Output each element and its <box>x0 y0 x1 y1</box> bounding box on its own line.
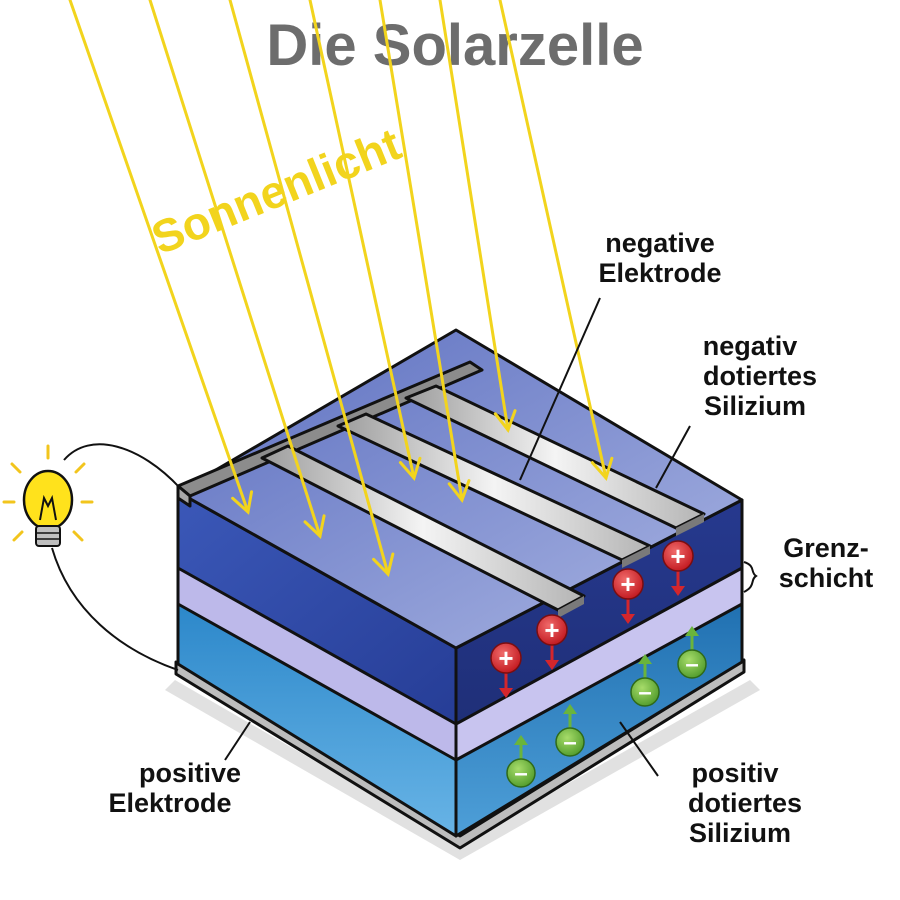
sunlight-ray <box>68 0 254 515</box>
label-junction-line2: schicht <box>779 563 874 593</box>
negative-charge-icon: – <box>555 704 585 757</box>
leader-lines <box>224 297 758 777</box>
negative-electrode-comb <box>176 360 706 618</box>
light-bulb-icon <box>2 443 181 671</box>
label-n-silicon-line3: Silizium <box>704 391 806 421</box>
negative-charge-icon: – <box>630 654 660 707</box>
label-p-silicon: positiv dotiertes Silizium <box>688 758 802 848</box>
sunlight-ray <box>228 0 395 577</box>
label-negative-electrode: negative Elektrode <box>598 228 721 288</box>
svg-text:–: – <box>638 679 651 706</box>
page-title: Die Solarzelle <box>266 13 643 78</box>
charge-carriers: + + + + – – – – <box>490 540 707 788</box>
sunlight-ray <box>378 0 471 504</box>
label-negative-electrode-line2: Elektrode <box>598 258 721 288</box>
sunlight-ray <box>438 0 517 434</box>
sunlight-rays <box>68 0 614 577</box>
negative-charge-icon: – <box>506 735 536 788</box>
label-positive-electrode-line2: Elektrode <box>108 788 231 818</box>
positive-charge-icon: + <box>662 540 694 596</box>
svg-text:–: – <box>514 760 527 787</box>
positive-electrode-plate <box>174 658 746 850</box>
label-positive-electrode: positive Elektrode <box>108 758 241 818</box>
label-junction-line1: Grenz- <box>783 533 869 563</box>
positive-charge-icon: + <box>490 642 522 698</box>
svg-text:+: + <box>670 541 685 571</box>
svg-text:–: – <box>563 729 576 756</box>
sunlight-label: Sonnenlicht <box>144 117 408 264</box>
label-junction: Grenz- schicht <box>779 533 874 593</box>
positive-charge-icon: + <box>536 614 568 670</box>
label-p-silicon-line1: positiv <box>691 758 778 788</box>
positive-charge-icon: + <box>612 568 644 624</box>
label-n-silicon-line2: dotiertes <box>703 361 817 391</box>
label-n-silicon-line1: negativ <box>703 331 798 361</box>
label-p-silicon-line3: Silizium <box>689 818 791 848</box>
svg-text:+: + <box>620 569 635 599</box>
svg-text:–: – <box>685 651 698 678</box>
label-p-silicon-line2: dotiertes <box>688 788 802 818</box>
label-n-silicon: negativ dotiertes Silizium <box>703 331 817 421</box>
negative-charge-icon: – <box>677 626 707 679</box>
sunlight-ray <box>308 0 422 482</box>
svg-text:+: + <box>498 643 513 673</box>
sunlight-ray <box>148 0 326 539</box>
svg-text:+: + <box>544 615 559 645</box>
label-negative-electrode-line1: negative <box>605 228 715 258</box>
label-positive-electrode-line1: positive <box>139 758 241 788</box>
sunlight-ray <box>498 0 614 482</box>
